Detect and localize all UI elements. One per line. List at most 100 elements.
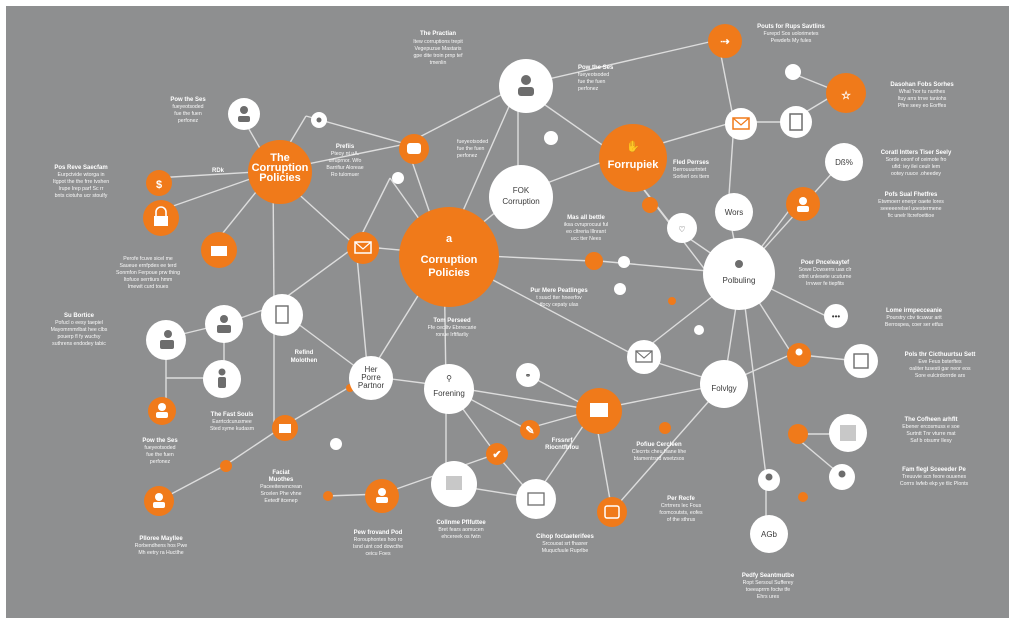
label-polbuling-2: ottnt unlesete ucuturne [799, 274, 852, 280]
user-node-top[interactable] [499, 59, 553, 113]
heart-node[interactable]: ♡ [667, 213, 697, 243]
label-rdk: RDk [212, 168, 225, 174]
building-icon [840, 425, 856, 441]
calendar-icon [604, 505, 620, 519]
user-node-bottom-right[interactable] [758, 469, 780, 491]
bulb-node[interactable] [659, 422, 671, 434]
fok-line2: Corruption [502, 197, 539, 206]
user-icon [240, 106, 248, 114]
label-polbuling-1: Sowe Dcwserrs uas clr [799, 267, 852, 273]
users-node-left[interactable] [205, 305, 243, 343]
label-left-lower-2: Sonmfon Ferpoue prw thing [116, 270, 180, 276]
label-bottom-left-2: Mh eetry ra Huctlhe [138, 550, 183, 556]
label-top-center-1: Itew corruptions trepit [413, 39, 463, 45]
network-diagram: FOK Corruption Wors Polbuling Dß% ••• [51, 24, 975, 600]
mail-node-mid[interactable] [627, 340, 661, 374]
building-node-right[interactable] [829, 414, 867, 452]
dot-icon [316, 117, 322, 123]
user-node-orange-mid-right[interactable] [787, 343, 811, 367]
link-node-orange[interactable] [642, 197, 658, 213]
calendar-node-orange[interactable] [597, 497, 627, 527]
team-node-orange[interactable] [201, 232, 237, 268]
label-far-right-3: Pftre seey eo Eorffes [898, 103, 947, 109]
label-pofiue-1: Clecrrts cheu fsane lihe [632, 449, 686, 455]
user-icon [158, 403, 166, 411]
label-prefis-0: Prefiis [336, 144, 355, 150]
walker-node-left[interactable] [203, 360, 241, 398]
orange-dot-right[interactable] [788, 424, 808, 444]
user-node-lower-right[interactable] [829, 464, 855, 490]
document-node-top-right[interactable] [780, 106, 812, 138]
her-porre-node[interactable]: Her Porre Partnor [349, 356, 393, 400]
check-node[interactable]: ✔ [486, 443, 508, 465]
mail-node-top-right[interactable] [725, 108, 757, 140]
document-icon [275, 305, 289, 324]
folvlgy-node[interactable]: Folvlgy [700, 360, 748, 408]
forrupiek-node[interactable]: ✋ Forrupiek [599, 124, 667, 192]
user-node-top-left[interactable] [228, 98, 260, 130]
label-bottom-center-2: Isnd uint cod dowcthe [353, 544, 403, 550]
user-icon [838, 470, 846, 478]
label-right-lower2-1: Ebener ercosmuss e soe [902, 424, 959, 430]
label-mid-center2-0: Pur Mere Peatlinges [530, 288, 588, 294]
label-top-center-2: Vegepuzue Mastaris [414, 46, 461, 52]
briefcase-node[interactable] [272, 415, 298, 441]
label-bottom-mid-1: Srcouoat srt fhasrer [542, 541, 588, 547]
calendar-node-right[interactable] [844, 344, 878, 378]
label-right-lower-3: Sore eulcirdorrrde ars [915, 373, 966, 379]
label-left-lower-0: Perofe fcuve sicel me [123, 256, 173, 262]
label-mid-center-3: ucc tter Nees [571, 236, 602, 242]
label-bottom-far-3: Ehrs ures [757, 594, 780, 600]
label-bottom-far-1: Ropt Sersoul Sufferey [743, 580, 794, 586]
her-line1: Her [365, 365, 378, 374]
mail-node-orange[interactable] [347, 232, 379, 264]
label-mid-lower-0: Frssnrf [552, 438, 574, 444]
user-node-orange-right[interactable] [786, 187, 820, 221]
walker-icon [218, 368, 226, 388]
heart-icon: ♡ [678, 225, 685, 234]
forening-node[interactable]: ⚲ Forening [424, 364, 474, 414]
label-user-top-1: fueyeotsoded [578, 72, 609, 78]
hand-icon: ✋ [626, 140, 640, 153]
chat-node-orange[interactable] [399, 134, 429, 164]
label-left-mid-1: Eurpctvide wtorga in [58, 172, 105, 178]
mail-node-lower[interactable] [516, 479, 556, 519]
fok-corruption-node[interactable]: FOK Corruption [489, 165, 553, 229]
label-right-lower3-2: Corrrs lwfeb ekp ye tlic Plonts [900, 481, 969, 487]
user-node-orange-bottom[interactable] [365, 479, 399, 513]
label-faciat-2: Paceeitenencrean [260, 484, 302, 490]
link-node[interactable]: ⚭ [516, 363, 540, 387]
polbuling-node[interactable]: Polbuling [703, 238, 775, 310]
folvlgy-label: Folvlgy [711, 384, 736, 393]
pencil-node[interactable]: ✎ [520, 420, 540, 440]
mail-icon [527, 492, 545, 506]
link-icon: ⚭ [525, 371, 532, 380]
d-percent-node[interactable]: Dß% [825, 143, 863, 181]
star-node[interactable]: ☆ [826, 73, 866, 113]
wors-node[interactable]: Wors [715, 193, 753, 231]
user-node-orange-left[interactable] [148, 397, 176, 425]
label-top-right-2: Pewdefs My fules [771, 38, 812, 44]
arrow-node-top[interactable]: ⇢ [708, 24, 742, 58]
left-policies-node[interactable]: The Corruption Policies [248, 140, 312, 204]
label-left-lower-1: Saueue ernfpdes ee terd [119, 263, 176, 269]
chat-node-right[interactable]: ••• [824, 304, 848, 328]
label-bottom-right-1: Crrtrrers lec Fous [661, 503, 702, 509]
small-node-top-left[interactable] [311, 112, 327, 128]
presenter-node[interactable] [576, 388, 622, 434]
user-icon [378, 488, 386, 496]
document-node-left[interactable] [261, 294, 303, 336]
agb-node[interactable]: AGb [750, 515, 788, 553]
chart-node-lower[interactable] [431, 461, 477, 507]
lock-node[interactable] [143, 200, 179, 236]
label-bottom-center-0: Pew frovand Pod [354, 530, 403, 536]
diagram-canvas: FOK Corruption Wors Polbuling Dß% ••• [6, 6, 1009, 618]
person-node-left[interactable] [146, 320, 186, 360]
label-center-below-2: ronue Irftfiarliy [436, 332, 469, 338]
user-node-orange-bottom-left[interactable] [144, 486, 174, 516]
label-fast-0: The Fast Souls [211, 412, 254, 418]
label-right-p-0: Pofs Sual Fhetfres [885, 192, 938, 198]
central-hub-node[interactable]: a Corruption Policies [399, 207, 499, 307]
label-bottom-far-0: Pedfy Seantmutbe [742, 573, 795, 579]
dollar-node[interactable]: $ [146, 170, 172, 196]
